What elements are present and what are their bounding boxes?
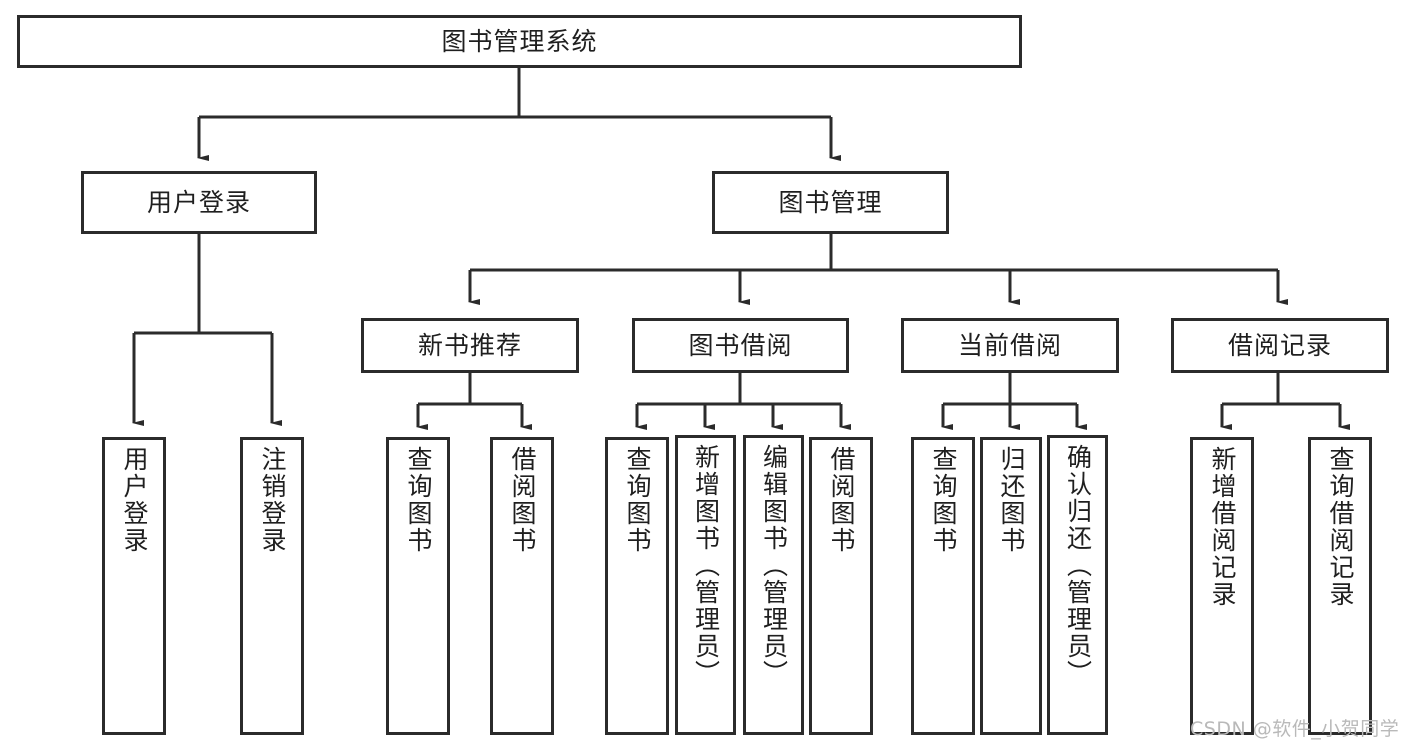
node-borrow-record[interactable]: 借阅记录	[1171, 318, 1389, 373]
leaf-add-book-admin[interactable]: 新增图书（管理员）	[675, 435, 736, 735]
node-new-book-recommend[interactable]: 新书推荐	[361, 318, 579, 373]
leaf-query-book-borrow[interactable]: 查询图书	[605, 437, 669, 735]
node-label: 图书管理系统	[441, 26, 598, 56]
leaf-label: 查询图书	[404, 446, 433, 554]
leaf-label: 借阅图书	[827, 446, 856, 554]
leaf-label: 编辑图书（管理员）	[759, 444, 789, 687]
node-book-management[interactable]: 图书管理	[712, 171, 949, 234]
leaf-edit-book-admin[interactable]: 编辑图书（管理员）	[743, 435, 804, 735]
leaf-query-book-current[interactable]: 查询图书	[911, 437, 975, 735]
leaf-label: 注销登录	[258, 446, 287, 554]
csdn-watermark: CSDN @软件_小贺同学	[1190, 718, 1400, 740]
node-label: 用户登录	[146, 187, 251, 217]
leaf-label: 新增图书（管理员）	[691, 444, 721, 687]
leaf-query-borrow-record[interactable]: 查询借阅记录	[1308, 437, 1372, 735]
node-root-book-management-system[interactable]: 图书管理系统	[17, 15, 1022, 68]
node-user-login[interactable]: 用户登录	[81, 171, 317, 234]
leaf-label: 查询借阅记录	[1326, 446, 1355, 608]
leaf-label: 借阅图书	[508, 446, 537, 554]
leaf-label: 新增借阅记录	[1208, 446, 1237, 608]
leaf-label: 用户登录	[120, 446, 149, 554]
node-book-borrow[interactable]: 图书借阅	[632, 318, 849, 373]
leaf-return-book[interactable]: 归还图书	[980, 437, 1042, 735]
leaf-query-book-recommend[interactable]: 查询图书	[386, 437, 450, 735]
leaf-logout[interactable]: 注销登录	[240, 437, 304, 735]
leaf-add-borrow-record[interactable]: 新增借阅记录	[1190, 437, 1254, 735]
leaf-borrow-book-borrow[interactable]: 借阅图书	[809, 437, 873, 735]
node-current-borrow[interactable]: 当前借阅	[901, 318, 1119, 373]
leaf-label: 查询图书	[623, 446, 652, 554]
node-label: 当前借阅	[957, 330, 1062, 360]
leaf-confirm-return-admin[interactable]: 确认归还（管理员）	[1047, 435, 1108, 735]
node-label: 借阅记录	[1227, 330, 1332, 360]
leaf-borrow-book-recommend[interactable]: 借阅图书	[490, 437, 554, 735]
node-label: 图书借阅	[688, 330, 793, 360]
leaf-user-login[interactable]: 用户登录	[102, 437, 166, 735]
node-label: 新书推荐	[417, 330, 522, 360]
leaf-label: 查询图书	[929, 446, 958, 554]
leaf-label: 确认归还（管理员）	[1063, 444, 1093, 687]
leaf-label: 归还图书	[997, 446, 1026, 554]
node-label: 图书管理	[778, 187, 883, 217]
